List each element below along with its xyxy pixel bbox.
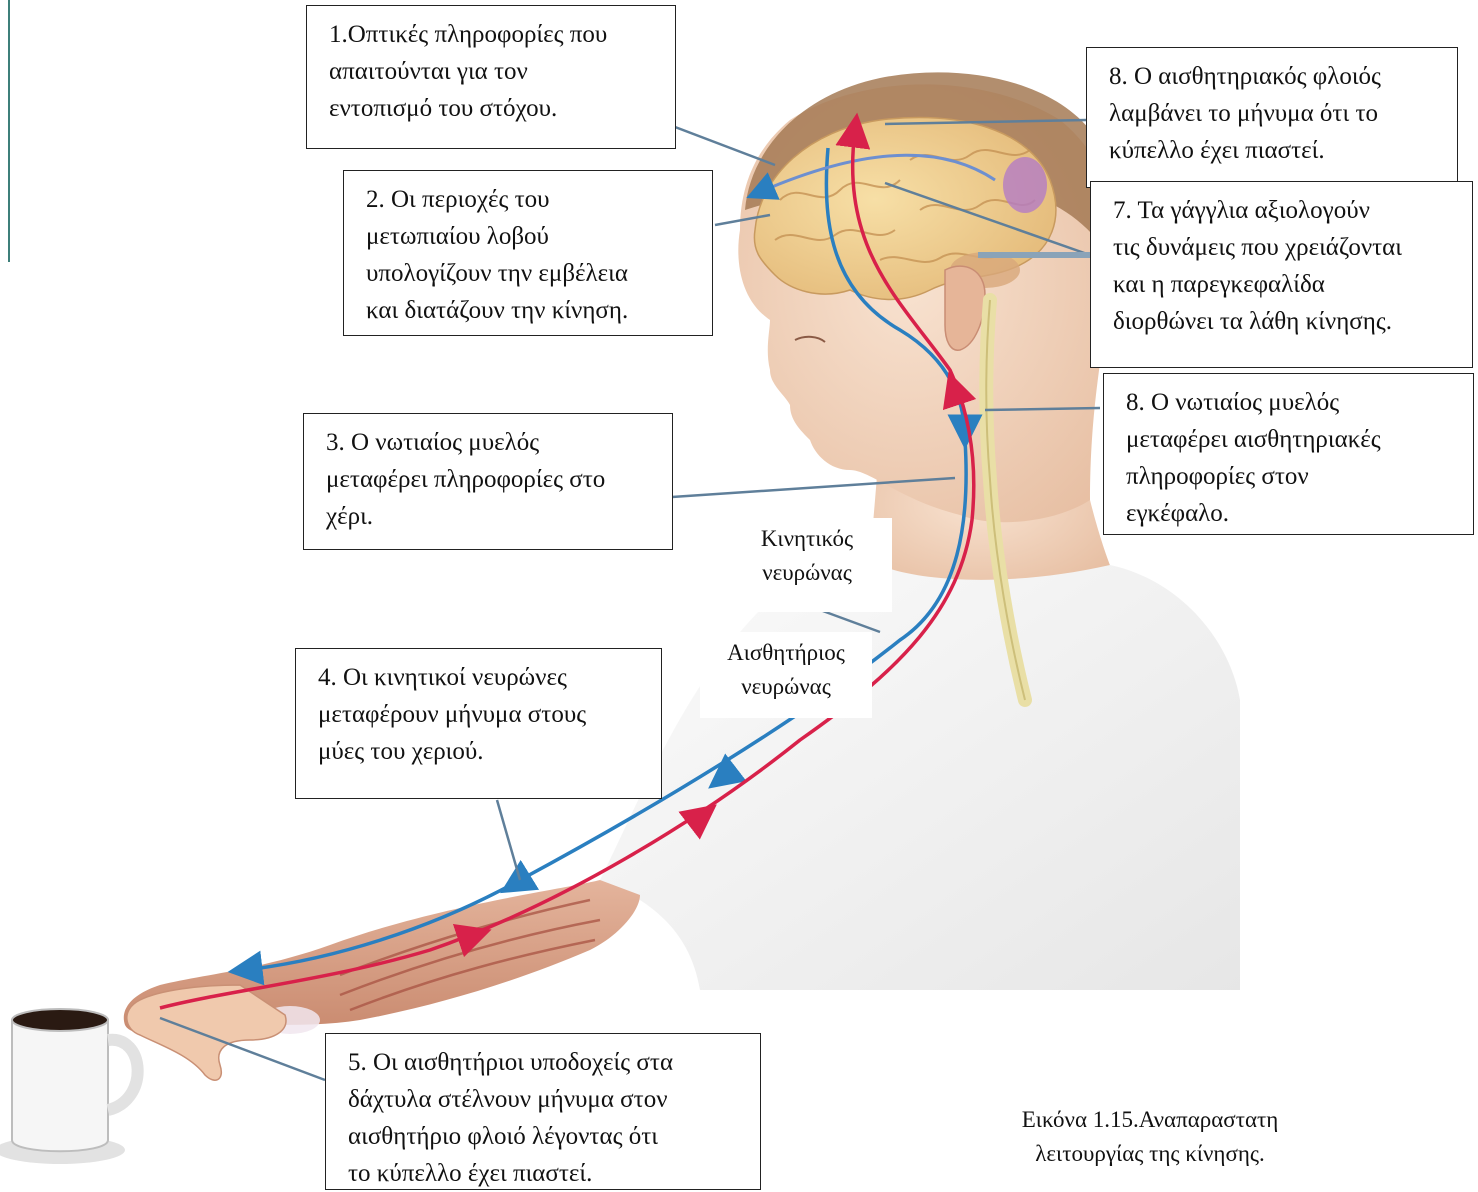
callout-line: μεταφέρει αισθητηριακές [1126,421,1459,458]
callout-line: κύπελλο έχει πιαστεί. [1109,132,1443,169]
coffee-cup [0,1009,138,1164]
callout-line: 2. Οι περιοχές του [366,181,698,218]
callout-line: και διατάζουν την κίνηση. [366,292,698,329]
callout-line: πληροφορίες στον [1126,458,1459,495]
callout-line: αισθητήριο φλοιό λέγοντας ότι [348,1118,746,1155]
callout-line: 8. Ο νωτιαίος μυελός [1126,384,1459,421]
label-line: νευρώνας [700,670,872,704]
accent-bar [8,0,10,262]
callout-2-frontal-lobe: 2. Οι περιοχές του μετωπιαίου λοβού υπολ… [343,170,713,336]
callout-line: χέρι. [326,498,658,535]
callout-line: μύες του χεριού. [318,733,647,770]
callout-line: 4. Οι κινητικοί νευρώνες [318,659,647,696]
callout-line: απαιτούνται για τον [329,53,661,90]
callout-line: το κύπελλο έχει πιαστεί. [348,1155,746,1192]
callout-line: 3. Ο νωτιαίος μυελός [326,424,658,461]
label-sensory-neuron: Αισθητήριος νευρώνας [700,632,872,718]
label-line: Κινητικός [722,522,892,556]
callout-line: εντοπισμό του στόχου. [329,90,661,127]
callout-3-spinal-to-arm: 3. Ο νωτιαίος μυελός μεταφέρει πληροφορί… [303,413,673,550]
label-line: νευρώνας [722,556,892,590]
callout-line: δάχτυλα στέλνουν μήνυμα στον [348,1081,746,1118]
callout-7-ganglia-cerebellum: 7. Τα γάγγλια αξιολογούν τις δυνάμεις πο… [1090,181,1473,368]
label-line: Αισθητήριος [700,636,872,670]
callout-line: μεταφέρει πληροφορίες στο [326,461,658,498]
callout-8a-sensory-cortex: 8. Ο αισθητηριακός φλοιός λαμβάνει το μή… [1086,47,1458,188]
callout-5-sensory-receptors: 5. Οι αισθητήριοι υποδοχείς στα δάχτυλα … [325,1033,761,1190]
callout-line: και η παρεγκεφαλίδα [1113,266,1458,303]
figure-caption: Εικόνα 1.15.Αναπαραστατη λειτουργίας της… [950,1103,1350,1171]
shirt [600,547,1240,990]
callout-line: μεταφέρουν μήνυμα στους [318,696,647,733]
callout-4-motor-neurons: 4. Οι κινητικοί νευρώνες μεταφέρουν μήνυ… [295,648,662,799]
visual-cortex [1003,157,1047,213]
callout-line: μετωπιαίου λοβού [366,218,698,255]
callout-line: 5. Οι αισθητήριοι υποδοχείς στα [348,1044,746,1081]
callout-8b-spinal-to-brain: 8. Ο νωτιαίος μυελός μεταφέρει αισθητηρι… [1103,373,1474,535]
callout-line: τις δυνάμεις που χρειάζονται [1113,229,1458,266]
callout-line: υπολογίζουν την εμβέλεια [366,255,698,292]
callout-line: διορθώνει τα λάθη κίνησης. [1113,303,1458,340]
caption-line: Εικόνα 1.15.Αναπαραστατη [950,1103,1350,1137]
callout-line: 7. Τα γάγγλια αξιολογούν [1113,192,1458,229]
callout-line: λαμβάνει το μήνυμα ότι το [1109,95,1443,132]
callout-line: 8. Ο αισθητηριακός φλοιός [1109,58,1443,95]
callout-1-visual-info: 1.Οπτικές πληροφορίες που απαιτούνται γι… [306,5,676,149]
callout-line: 1.Οπτικές πληροφορίες που [329,16,661,53]
label-motor-neuron: Κινητικός νευρώνας [722,518,892,612]
caption-line: λειτουργίας της κίνησης. [950,1137,1350,1171]
callout-line: εγκέφαλο. [1126,495,1459,532]
